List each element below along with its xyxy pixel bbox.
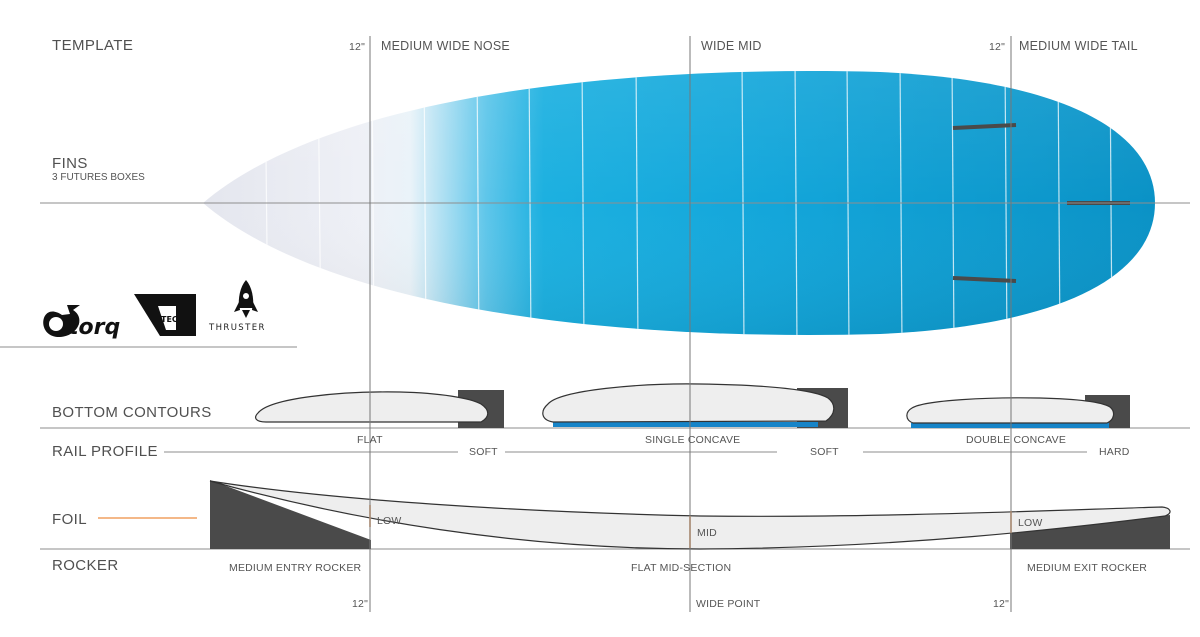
nose-width-label: MEDIUM WIDE NOSE bbox=[381, 39, 510, 53]
contour-mid-label: SINGLE CONCAVE bbox=[645, 434, 741, 446]
board-side-profile bbox=[209, 480, 1171, 550]
nose-measure-top: 12" bbox=[349, 41, 366, 53]
logo-torq-text: torq bbox=[68, 315, 120, 340]
tail-measure-bottom: 12" bbox=[993, 598, 1010, 610]
rocker-exit-block bbox=[1010, 515, 1170, 549]
tail-width-label: MEDIUM WIDE TAIL bbox=[1019, 39, 1138, 53]
contour-nose-flat bbox=[255, 391, 489, 423]
section-rocker-label: ROCKER bbox=[52, 557, 119, 574]
tail-measure-top: 12" bbox=[989, 41, 1006, 53]
logo-tec: TEC bbox=[134, 294, 196, 336]
wide-point-label: WIDE POINT bbox=[696, 598, 761, 610]
contour-mid-single bbox=[542, 383, 835, 423]
bottom-contours bbox=[255, 383, 1130, 428]
contour-mid-concave bbox=[553, 422, 818, 427]
rocker-exit-label: MEDIUM EXIT ROCKER bbox=[1027, 562, 1148, 574]
nose-measure-bottom: 12" bbox=[352, 598, 369, 610]
logo-tec-text: TEC bbox=[161, 315, 178, 324]
section-foil-label: FOIL bbox=[52, 511, 87, 528]
rocker-mid-label: FLAT MID-SECTION bbox=[631, 562, 732, 574]
rail-nose-label: SOFT bbox=[469, 446, 498, 458]
fins-subtitle: 3 FUTURES BOXES bbox=[52, 172, 145, 183]
logo-thruster: THRUSTER bbox=[208, 280, 266, 333]
section-template-label: TEMPLATE bbox=[52, 37, 134, 54]
rail-tail-label: HARD bbox=[1099, 446, 1130, 458]
rail-mid-label: SOFT bbox=[810, 446, 839, 458]
mid-width-label: WIDE MID bbox=[701, 39, 762, 53]
section-fins-label: FINS bbox=[52, 155, 88, 172]
foil-nose-label: LOW bbox=[377, 515, 402, 527]
contour-tail-label: DOUBLE CONCAVE bbox=[966, 434, 1067, 446]
contour-tail-concave bbox=[911, 423, 1109, 428]
contour-nose-label: FLAT bbox=[357, 434, 383, 446]
foil-profile bbox=[98, 480, 1171, 550]
measure-lines bbox=[369, 36, 1012, 612]
section-rail-profile-label: RAIL PROFILE bbox=[52, 443, 158, 460]
rocker-entry-label: MEDIUM ENTRY ROCKER bbox=[229, 562, 362, 574]
logo-thruster-text: THRUSTER bbox=[208, 323, 266, 333]
fin-box-left bbox=[952, 123, 1017, 130]
foil-mid-label: MID bbox=[697, 527, 717, 539]
contour-tail-double bbox=[906, 397, 1115, 424]
section-bottom-contours-label: BOTTOM CONTOURS bbox=[52, 404, 212, 421]
rocker-entry-block bbox=[210, 480, 371, 549]
logo-torq: torq bbox=[43, 305, 120, 340]
fin-box-right bbox=[952, 276, 1017, 283]
foil-tail-label: LOW bbox=[1018, 517, 1043, 529]
